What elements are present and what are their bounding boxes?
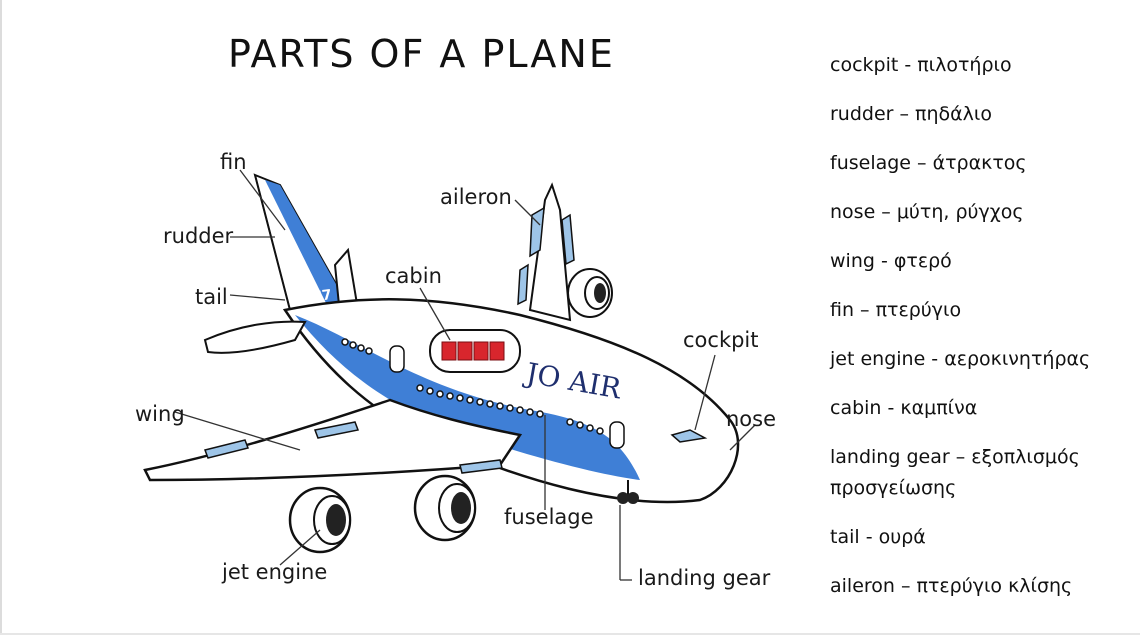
far-engine xyxy=(567,268,613,318)
near-wing xyxy=(143,398,523,482)
label-fin: fin xyxy=(220,150,247,174)
tail-code: EC7 xyxy=(301,287,333,307)
glossary-item: fin – πτερύγιο xyxy=(830,299,962,321)
plane-diagram: EC7 JO AIR xyxy=(100,10,800,625)
glossary-item: wing - φτερό xyxy=(830,250,952,272)
glossary-item: jet engine - αεροκινητήρας xyxy=(830,348,1091,370)
page-left-edge xyxy=(0,0,2,635)
horizontal-stabilizer xyxy=(203,320,307,354)
label-cabin: cabin xyxy=(385,264,442,288)
label-cockpit: cockpit xyxy=(683,328,759,352)
fin-blue-stripe xyxy=(265,180,345,307)
near-aileron xyxy=(204,439,249,459)
far-wing-flap-2 xyxy=(517,263,529,306)
label-nose: nose xyxy=(726,407,777,431)
leader-lines xyxy=(174,169,756,581)
label-rudder: rudder xyxy=(163,224,234,248)
near-wing-flap xyxy=(313,421,360,439)
glossary-item: fuselage – άτρακτος xyxy=(830,152,1027,174)
jet-engine-outer xyxy=(288,486,352,554)
diagram-title: PARTS OF A PLANE xyxy=(228,32,615,76)
label-landing-gear: landing gear xyxy=(638,566,771,590)
far-aileron xyxy=(529,206,545,258)
cabin-cutaway xyxy=(429,329,521,373)
door-front xyxy=(609,421,625,449)
glossary-item: tail - ουρά xyxy=(830,526,926,548)
glossary-list: cockpit - πιλοτήριο rudder – πηδάλιο fus… xyxy=(830,50,1130,620)
label-fuselage: fuselage xyxy=(504,505,594,529)
glossary-item: nose – μύτη, ρύγχος xyxy=(830,201,1024,223)
landing-gear-nose xyxy=(617,480,639,504)
far-wing-flap xyxy=(561,213,575,266)
glossary-item: rudder – πηδάλιο xyxy=(830,103,992,125)
door-rear xyxy=(389,345,405,373)
label-jet-engine: jet engine xyxy=(222,560,328,584)
cockpit-windows xyxy=(670,429,708,443)
cabin-windows xyxy=(341,338,604,435)
near-wing-flap-2 xyxy=(459,459,503,474)
page-bottom-edge xyxy=(0,633,1140,635)
plane-illustration: EC7 JO AIR xyxy=(143,169,756,581)
glossary-item: cabin - καμπίνα xyxy=(830,397,978,419)
label-aileron: aileron xyxy=(440,185,512,209)
glossary-item: landing gear – εξοπλισμός προσγείωσης xyxy=(830,446,1080,499)
jet-engine-inner xyxy=(413,474,477,542)
label-wing: wing xyxy=(135,402,185,426)
glossary-item: cockpit - πιλοτήριο xyxy=(830,54,1012,76)
label-tail: tail xyxy=(195,285,228,309)
glossary-item: aileron – πτερύγιο κλίσης xyxy=(830,575,1073,597)
